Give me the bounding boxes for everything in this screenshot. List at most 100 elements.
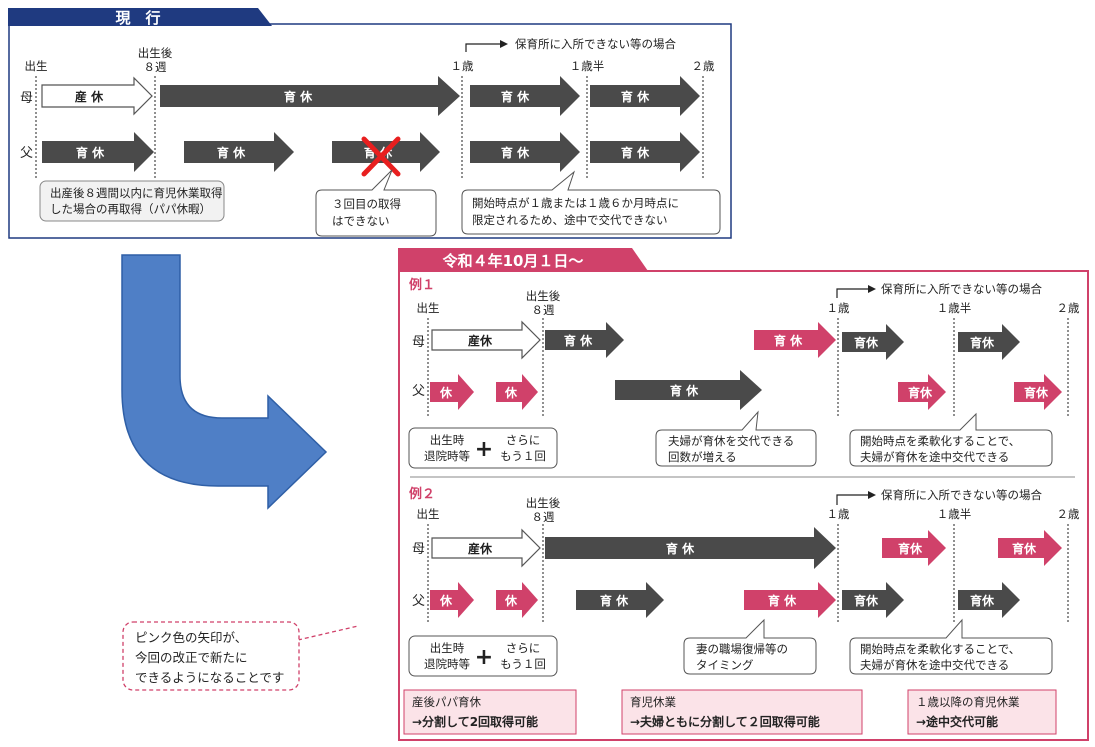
current-row-mother: 母 — [20, 91, 33, 106]
svg-text:開始時点を柔軟化することで、: 開始時点を柔軟化することで、 — [860, 642, 1020, 656]
svg-text:育休: 育休 — [854, 593, 879, 608]
svg-text:育 休: 育 休 — [76, 145, 105, 160]
current-nursery-note: 保育所に入所できない等の場合 — [515, 37, 676, 51]
current-row-father: 父 — [20, 146, 33, 161]
svg-text:育 休: 育 休 — [670, 383, 699, 398]
svg-text:した場合の再取得（パパ休暇）: した場合の再取得（パパ休暇） — [50, 202, 211, 216]
new-nursery-note-2: 保育所に入所できない等の場合 — [881, 488, 1042, 502]
ex2-father-papa-arrow-2 — [496, 582, 538, 618]
svg-text:育休: 育休 — [970, 593, 995, 608]
svg-text:+: + — [475, 645, 493, 670]
new-header: 令和４年10月１日～ — [443, 252, 584, 270]
svg-text:出生時: 出生時 — [430, 433, 465, 447]
ex2-father-ext-arrow-1 — [842, 582, 904, 618]
summary-after-one-year — [907, 689, 1057, 735]
ex2-mother-leave-arrow — [545, 527, 836, 569]
svg-text:育休: 育休 — [908, 385, 933, 400]
ex1-father-new-arrow-2 — [1014, 374, 1062, 410]
svg-text:妻の職場復帰等の: 妻の職場復帰等の — [696, 642, 788, 656]
maternity-leave-arrow — [41, 76, 153, 116]
svg-text:育 休: 育 休 — [564, 333, 593, 348]
svg-text:タイミング: タイミング — [696, 658, 754, 672]
svg-text:３回目の取得: ３回目の取得 — [332, 197, 401, 211]
svg-text:育休: 育休 — [1012, 541, 1037, 556]
svg-text:育休: 育休 — [1024, 385, 1049, 400]
svg-text:１歳半: １歳半 — [937, 507, 972, 521]
svg-text:産休: 産休 — [468, 333, 493, 348]
svg-text:もう１回: もう１回 — [500, 449, 546, 463]
svg-text:できるようになることです: できるようになることです — [135, 670, 284, 685]
svg-text:母: 母 — [412, 542, 425, 557]
svg-text:２歳: ２歳 — [1057, 301, 1080, 315]
svg-text:育休: 育休 — [898, 541, 923, 556]
transition-arrow — [121, 254, 328, 510]
ex2-maternity-arrow — [431, 528, 541, 568]
mark-after-birth: 出生後 — [138, 46, 173, 60]
current-header: 現 行 — [115, 9, 160, 27]
ex2-birth-note — [408, 635, 558, 677]
ex1-maternity-arrow — [431, 320, 541, 360]
summary-papa-leave — [403, 689, 577, 735]
ex1-father-leave-arrow — [615, 370, 762, 410]
svg-text:さらに: さらに — [506, 641, 541, 655]
third-leave-note — [315, 169, 437, 237]
svg-text:もう１回: もう１回 — [500, 657, 546, 671]
ex2-mother-new-arrow-1 — [882, 530, 946, 566]
ex1-mother-new-arrow — [754, 322, 836, 358]
start-point-note — [461, 170, 721, 235]
svg-text:退院時等: 退院時等 — [424, 657, 470, 671]
example1-label: 例１ — [409, 277, 435, 293]
mother-extension-arrow-2 — [590, 76, 700, 116]
ex2-mother-new-arrow-2 — [998, 530, 1062, 566]
mother-extension-arrow-1 — [470, 76, 580, 116]
svg-text:１歳半: １歳半 — [937, 301, 972, 315]
svg-text:育 休: 育 休 — [621, 89, 650, 104]
mark-eight-weeks: ８週 — [144, 60, 167, 74]
svg-text:出生後: 出生後 — [526, 289, 561, 303]
father-leave-arrow-2 — [184, 132, 294, 172]
svg-text:父: 父 — [412, 384, 425, 399]
svg-text:育休: 育休 — [970, 335, 995, 350]
ex1-mother-ext-arrow-1 — [842, 324, 904, 360]
svg-text:育 休: 育 休 — [768, 593, 797, 608]
svg-text:産休: 産休 — [468, 541, 493, 556]
svg-text:２歳: ２歳 — [1057, 507, 1080, 521]
mark-one-year: １歳 — [451, 59, 474, 73]
ex1-flex-note — [849, 412, 1053, 467]
svg-text:育 休: 育 休 — [600, 593, 629, 608]
ex2-return-note — [683, 618, 817, 675]
ex1-father-new-arrow-1 — [898, 374, 946, 410]
ex2-father-new-arrow — [744, 582, 836, 618]
svg-text:育 休: 育 休 — [774, 333, 803, 348]
mother-childcare-arrow — [160, 76, 460, 116]
svg-text:育 休: 育 休 — [284, 89, 313, 104]
svg-text:回数が増える: 回数が増える — [668, 450, 737, 464]
ex2-flex-note — [849, 618, 1053, 675]
svg-text:育 休: 育 休 — [501, 145, 530, 160]
ex1-father-papa-arrow-2 — [496, 374, 538, 410]
svg-text:母: 母 — [412, 335, 425, 350]
ex2-father-papa-arrow-1 — [430, 582, 474, 618]
svg-text:１歳: １歳 — [827, 507, 850, 521]
svg-text:産 休: 産 休 — [75, 89, 104, 104]
svg-text:出生: 出生 — [417, 507, 440, 521]
svg-text:夫婦が育休を交代できる: 夫婦が育休を交代できる — [668, 434, 794, 448]
svg-text:はできない: はできない — [332, 214, 390, 228]
ex1-mother-leave-arrow — [545, 322, 624, 358]
cross-icon — [361, 136, 401, 177]
svg-text:→途中交代可能: →途中交代可能 — [916, 714, 998, 729]
svg-text:育休: 育休 — [854, 335, 879, 350]
svg-text:退院時等: 退院時等 — [424, 449, 470, 463]
ex1-mother-ext-arrow-2 — [958, 324, 1020, 360]
ex1-swap-note — [655, 410, 817, 467]
ex2-father-ext-arrow-2 — [958, 582, 1020, 618]
father-extension-arrow-2 — [590, 132, 700, 172]
svg-text:休: 休 — [504, 385, 518, 400]
example2-label: 例２ — [409, 486, 435, 502]
svg-text:育 休: 育 休 — [217, 145, 246, 160]
new-nursery-note-1: 保育所に入所できない等の場合 — [881, 282, 1042, 296]
svg-text:育 休: 育 休 — [621, 145, 650, 160]
svg-text:休: 休 — [504, 593, 518, 608]
svg-text:さらに: さらに — [506, 433, 541, 447]
